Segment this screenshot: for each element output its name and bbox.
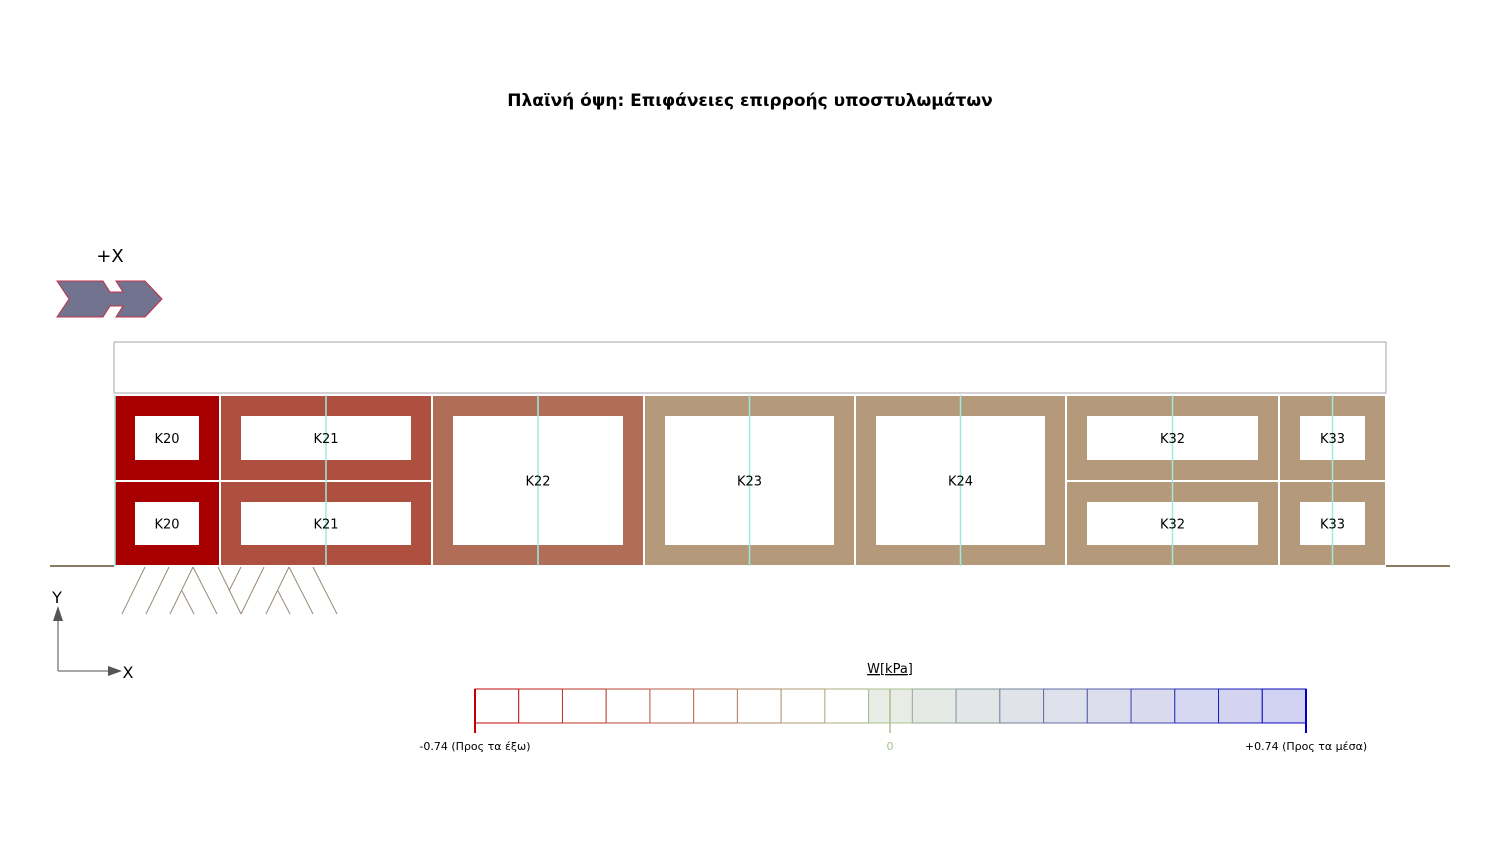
legend-cell (1130, 688, 1176, 724)
panel-k20[interactable]: K20 (115, 482, 219, 565)
legend-cell (999, 688, 1045, 724)
axes-indicator: Y X (51, 588, 133, 682)
diagram-title: Πλαϊνή όψη: Επιφάνειες επιρροής υποστυλω… (507, 91, 992, 111)
legend-cell (1218, 688, 1263, 724)
panel-label: K22 (525, 475, 550, 490)
roof-outline (113, 341, 1387, 394)
legend-cell (693, 688, 738, 724)
legend-max-label: +0.74 (Προς τα μέσα) (1245, 740, 1367, 753)
y-axis-arrow-icon (53, 606, 63, 621)
legend-cell (1086, 688, 1132, 724)
color-legend: W[kPa] -0.74 (Προς τα έξω) 0 +0.74 (Προς… (419, 662, 1367, 753)
legend-cell (911, 688, 957, 724)
y-axis-label: Y (51, 588, 62, 607)
legend-zero-label: 0 (887, 740, 894, 753)
x-axis-arrow-icon (108, 666, 122, 676)
legend-cell (780, 688, 826, 724)
panel-label: K33 (1320, 518, 1345, 533)
legend-cell (474, 688, 520, 724)
panel-k20[interactable]: K20 (115, 396, 219, 480)
legend-cell (605, 688, 651, 724)
wind-arrow-icon (56, 280, 163, 318)
panel-k33[interactable]: K33 (1280, 395, 1385, 481)
panel-label: K20 (154, 432, 179, 447)
panel-inner (135, 502, 199, 545)
legend-cell (736, 688, 782, 724)
panel-label: K21 (313, 432, 338, 447)
panel-k32[interactable]: K32 (1067, 395, 1278, 481)
panel-k23[interactable]: K23 (645, 395, 854, 566)
panel-label: K21 (313, 518, 338, 533)
legend-cell (824, 688, 870, 724)
legend-title: W[kPa] (867, 662, 913, 677)
legend-cell (649, 688, 695, 724)
legend-cell (1043, 688, 1088, 724)
legend-cell (561, 688, 607, 724)
x-axis-label: X (123, 663, 134, 682)
panel-inner (135, 416, 199, 460)
panel-label: K33 (1320, 432, 1345, 447)
legend-min-label: -0.74 (Προς τα έξω) (419, 740, 530, 753)
legend-cell (955, 688, 1001, 724)
ground-hatch (121, 566, 338, 615)
panel-label: K32 (1160, 518, 1185, 533)
panel-k33[interactable]: K33 (1280, 481, 1385, 566)
panel-k22[interactable]: K22 (433, 395, 643, 566)
panel-k21[interactable]: K21 (221, 395, 431, 481)
panel-label: K24 (948, 475, 973, 490)
panel-k21[interactable]: K21 (221, 481, 431, 566)
legend-cell (1261, 688, 1307, 724)
panel-label: K32 (1160, 432, 1185, 447)
panel-label: K20 (154, 518, 179, 533)
panel-k32[interactable]: K32 (1067, 481, 1278, 566)
panel-label: K23 (737, 475, 762, 490)
panel-k24[interactable]: K24 (856, 395, 1065, 566)
legend-cell (518, 688, 563, 724)
legend-cell (1174, 688, 1220, 724)
wind-direction-label: +X (96, 246, 123, 267)
